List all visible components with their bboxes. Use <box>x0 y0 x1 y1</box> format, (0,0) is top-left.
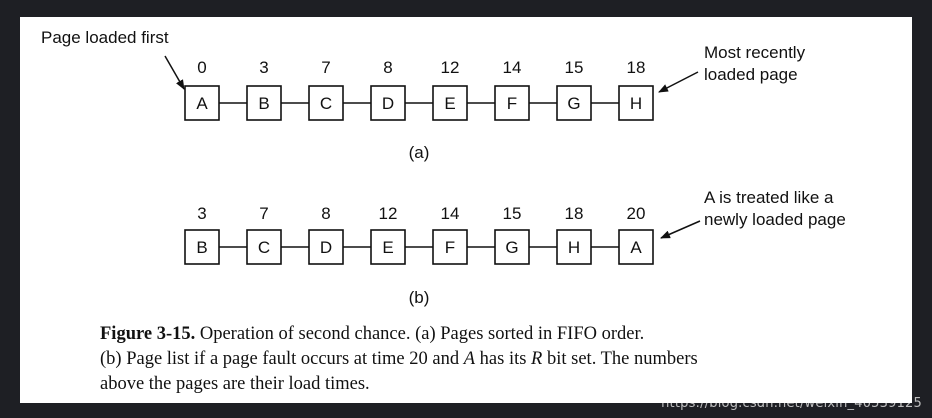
arrow-most-recently-loaded <box>658 71 699 93</box>
panel-b-page-letter-4: F <box>445 238 455 257</box>
panel-a-page-letter-5: F <box>507 94 517 113</box>
panel-b-load-time-3: 12 <box>379 204 398 223</box>
panel-b-load-time-4: 14 <box>441 204 460 223</box>
panel-b-page-letter-6: H <box>568 238 580 257</box>
panel-b-page-letter-5: G <box>505 238 518 257</box>
caption-var-r: R <box>531 349 543 369</box>
panel-a-load-time-6: 15 <box>565 58 584 77</box>
panel-b-load-time-0: 3 <box>197 204 206 223</box>
panel-b-page-letter-7: A <box>630 238 642 257</box>
panel-a-load-time-7: 18 <box>627 58 646 77</box>
caption-var-a: A <box>463 349 476 369</box>
panel-a-load-time-2: 7 <box>321 58 330 77</box>
arrow-page-loaded-first <box>164 55 185 90</box>
panel-a-page-letter-1: B <box>258 94 269 113</box>
panel-b-load-time-1: 7 <box>259 204 268 223</box>
figure-panel: Page loaded first Most recently loaded p… <box>20 17 912 403</box>
panel-a-load-time-4: 12 <box>441 58 460 77</box>
panel-b-caption: (b) <box>409 288 430 307</box>
label-most-recently-line1: Most recently <box>704 43 806 62</box>
figure-number: Figure 3-15. <box>100 324 196 344</box>
caption-line-2-part-2: has its <box>475 349 532 369</box>
label-most-recently-line2: loaded page <box>704 65 798 84</box>
panel-b-page-box-a <box>618 229 654 265</box>
label-page-loaded-first: Page loaded first <box>41 28 169 47</box>
caption-line-3: above the pages are their load times. <box>100 374 370 394</box>
panel-a-page-letter-0: A <box>196 94 208 113</box>
caption-line-2-part-3: bit set. The numbers <box>542 349 698 369</box>
arrow-treated-newly-loaded <box>660 220 701 239</box>
panel-b-page-box-d <box>308 229 344 265</box>
panel-a-page-box-h <box>618 85 654 121</box>
panel-a-page-letter-3: D <box>382 94 394 113</box>
panel-b-page-list: 3B 7C 8D 12E 14F 15G 18H 20A <box>184 204 654 265</box>
panel-b-load-time-7: 20 <box>627 204 646 223</box>
panel-a-page-box-c <box>308 85 344 121</box>
panel-b-load-time-5: 15 <box>503 204 522 223</box>
panel-a-caption: (a) <box>409 143 430 162</box>
panel-a-page-list: 0A 3B 7C 8D 12E 14F 15G 18H <box>184 58 654 121</box>
panel-b-page-letter-0: B <box>196 238 207 257</box>
caption-line-2-part-1: (b) Page list if a page fault occurs at … <box>100 349 464 369</box>
panel-b-page-letter-1: C <box>258 238 270 257</box>
panel-b-page-box-f <box>432 229 468 265</box>
caption-line-1: Figure 3-15. Operation of second chance.… <box>100 322 900 347</box>
panel-a-load-time-3: 8 <box>383 58 392 77</box>
panel-b-page-letter-2: D <box>320 238 332 257</box>
panel-a-load-time-1: 3 <box>259 58 268 77</box>
label-treated-line1: A is treated like a <box>704 188 834 207</box>
watermark: https://blog.csdn.net/weixin_40539125 <box>661 396 922 411</box>
caption-line-1-text: Operation of second chance. (a) Pages so… <box>195 324 645 344</box>
panel-a-load-time-0: 0 <box>197 58 206 77</box>
panel-a-page-letter-4: E <box>444 94 455 113</box>
panel-a-page-box-d <box>370 85 406 121</box>
panel-b-page-box-g <box>494 229 530 265</box>
panel-a-page-box-a <box>184 85 220 121</box>
caption-line-2: (b) Page list if a page fault occurs at … <box>100 347 900 372</box>
label-treated-line2: newly loaded page <box>704 210 846 229</box>
panel-b-load-time-2: 8 <box>321 204 330 223</box>
panel-b-load-time-6: 18 <box>565 204 584 223</box>
panel-a-page-box-b <box>246 85 282 121</box>
second-chance-diagram: Page loaded first Most recently loaded p… <box>41 28 846 307</box>
figure-caption: Figure 3-15. Operation of second chance.… <box>100 322 900 397</box>
panel-b-page-letter-3: E <box>382 238 393 257</box>
panel-a-page-letter-2: C <box>320 94 332 113</box>
panel-a-load-time-5: 14 <box>503 58 522 77</box>
panel-a-page-letter-6: G <box>567 94 580 113</box>
panel-a-page-letter-7: H <box>630 94 642 113</box>
